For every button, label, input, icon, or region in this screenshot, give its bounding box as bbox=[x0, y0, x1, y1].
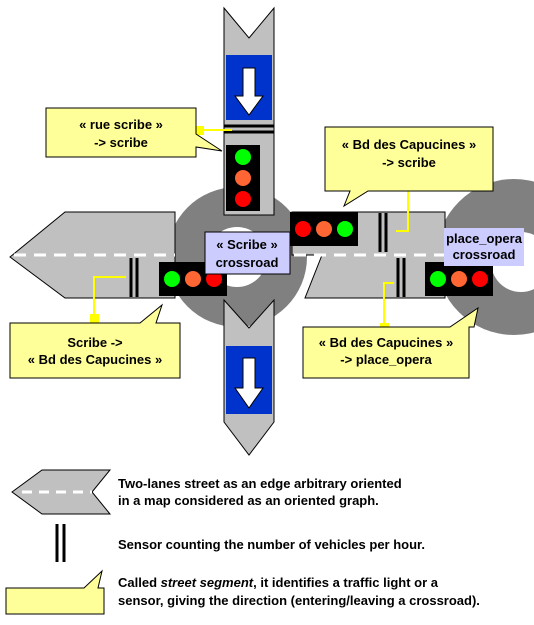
callout-rue-scribe: « rue scribe » -> scribe bbox=[45, 107, 223, 158]
svg-text:« Bd des Capucines »: « Bd des Capucines » bbox=[319, 335, 453, 350]
svg-text:« Bd des Capucines »: « Bd des Capucines » bbox=[28, 352, 162, 367]
svg-text:« Scribe »: « Scribe » bbox=[216, 237, 277, 252]
legend-callout-icon bbox=[5, 569, 105, 615]
traffic-light-scribe-west bbox=[159, 262, 227, 296]
svg-text:Sensor counting the number of: Sensor counting the number of vehicles p… bbox=[118, 537, 425, 552]
sensor-west bbox=[129, 258, 139, 297]
sensor-east-upper bbox=[378, 213, 388, 252]
svg-text:crossroad: crossroad bbox=[216, 255, 279, 270]
svg-text:Scribe ->: Scribe -> bbox=[67, 335, 123, 350]
svg-text:Called street segment, it iden: Called street segment, it identifies a t… bbox=[118, 575, 439, 590]
callout-capucines-scribe: « Bd des Capucines » -> scribe bbox=[324, 126, 494, 208]
svg-text:crossroad: crossroad bbox=[453, 247, 516, 262]
north-down-arrow-icon bbox=[234, 67, 264, 116]
opera-crossroad-label: place_opera crossroad bbox=[444, 228, 524, 266]
scribe-crossroad-label: « Scribe » crossroad bbox=[204, 231, 291, 275]
svg-text:-> place_opera: -> place_opera bbox=[340, 352, 432, 367]
sensor-north bbox=[224, 124, 274, 134]
svg-text:place_opera: place_opera bbox=[446, 231, 523, 246]
connector-rue-scribe bbox=[195, 126, 232, 135]
svg-text:in a map considered as an orie: in a map considered as an oriented graph… bbox=[118, 493, 379, 508]
traffic-light-scribe-east bbox=[290, 212, 358, 246]
svg-text:-> scribe: -> scribe bbox=[382, 155, 436, 170]
connector-scribe-capucines bbox=[90, 276, 126, 323]
traffic-light-north bbox=[226, 145, 260, 211]
south-down-arrow-icon bbox=[234, 357, 264, 409]
svg-text:« rue scribe »: « rue scribe » bbox=[79, 117, 163, 132]
svg-text:Two-lanes street as an edge ar: Two-lanes street as an edge arbitrary or… bbox=[118, 476, 402, 491]
callout-scribe-capucines: Scribe -> « Bd des Capucines » bbox=[9, 303, 181, 379]
legend-segment: Called street segment, it identifies a t… bbox=[5, 569, 480, 615]
traffic-light-opera bbox=[425, 262, 493, 296]
svg-text:« Bd des Capucines »: « Bd des Capucines » bbox=[342, 137, 476, 152]
svg-text:sensor, giving the direction (: sensor, giving the direction (entering/l… bbox=[118, 593, 480, 608]
sensor-east-lower bbox=[396, 258, 406, 297]
svg-text:-> scribe: -> scribe bbox=[94, 135, 148, 150]
legend-sensor: Sensor counting the number of vehicles p… bbox=[55, 524, 425, 562]
legend-street: Two-lanes street as an edge arbitrary or… bbox=[11, 469, 402, 515]
callout-capucines-opera: « Bd des Capucines » -> place_opera bbox=[302, 306, 479, 379]
